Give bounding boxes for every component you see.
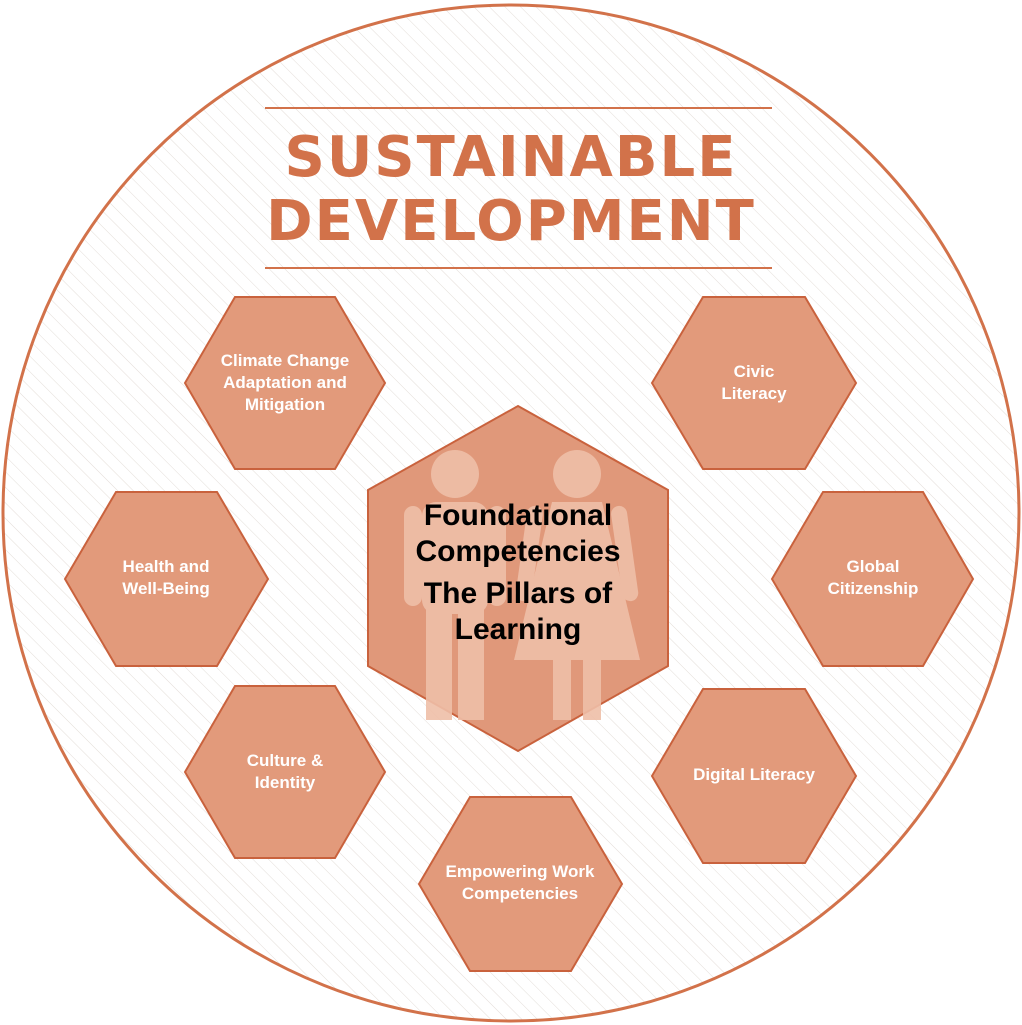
title-line-1: SUSTAINABLE (284, 125, 738, 190)
center-text: Foundational Competencies The Pillars of… (388, 498, 648, 648)
people-icon (404, 450, 640, 720)
hex-label-health: Health and Well-Being (122, 556, 210, 598)
hex-work (417, 796, 624, 972)
title-line-2: DEVELOPMENT (266, 189, 756, 254)
hex-climate (183, 296, 387, 470)
hex-civic (650, 296, 858, 470)
hex-label-work: Empowering Work Competencies (445, 861, 595, 903)
hex-label-digital: Digital Literacy (693, 764, 815, 784)
hex-global (770, 491, 975, 667)
hex-label-civic: Civic Literacy (721, 361, 787, 403)
hex-digital (650, 688, 858, 864)
center-line-1: Foundational (423, 499, 613, 532)
center-line-3: The Pillars of (423, 577, 613, 610)
center-line-4: Learning (454, 613, 582, 646)
hex-label-climate: Climate Change Adaptation and Mitigation (220, 350, 350, 415)
hex-label-global: Global Citizenship (827, 556, 919, 598)
hex-health (63, 491, 270, 667)
hex-culture (183, 685, 387, 859)
hex-label-culture: Culture & Identity (246, 750, 324, 792)
center-line-2: Competencies (415, 535, 621, 568)
